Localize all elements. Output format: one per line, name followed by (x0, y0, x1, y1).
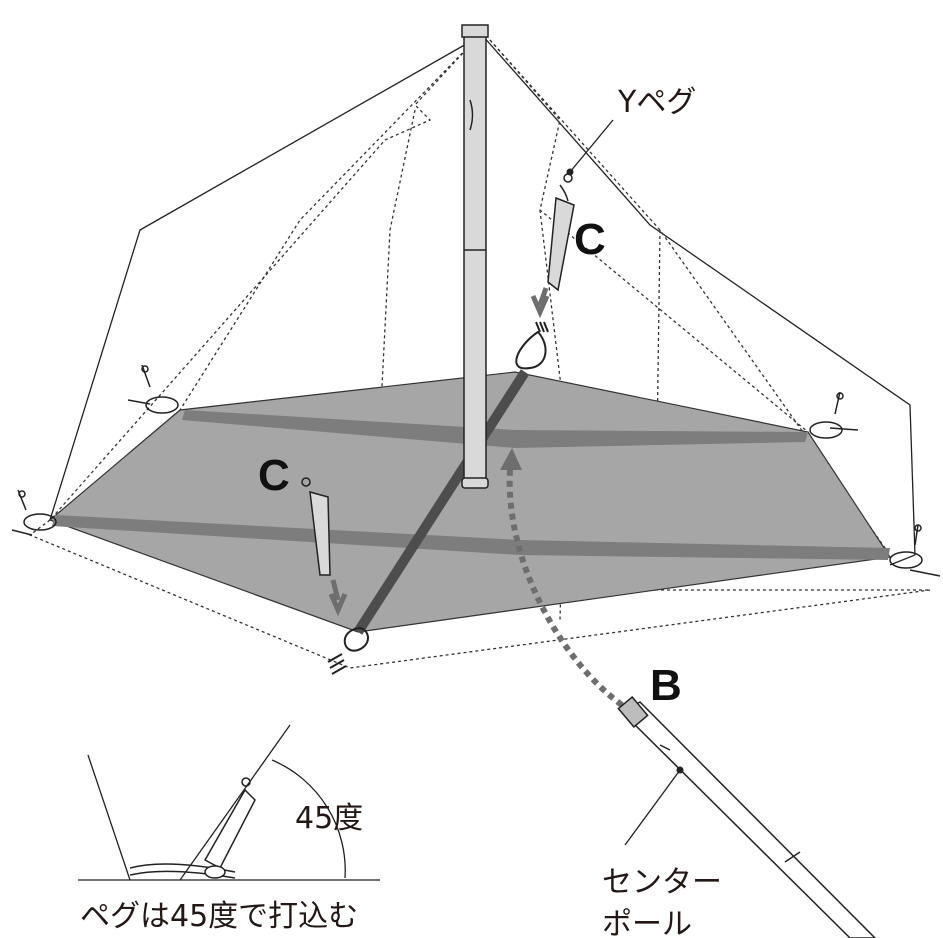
corner-peg-upper-right (809, 391, 859, 439)
loop-anchor-top (515, 321, 549, 370)
corner-peg-left (11, 489, 57, 536)
loop-anchor-left (327, 626, 369, 675)
center-pole-loose (617, 695, 877, 938)
y-peg-icon (547, 173, 575, 292)
angle-label: 45度 (295, 801, 363, 836)
tent-floor (48, 369, 892, 635)
y-peg-leader-dot (566, 168, 574, 176)
angle-arc (271, 759, 346, 879)
pole-insert-arrowhead (500, 448, 522, 470)
peg-down-arrow-top (530, 287, 550, 319)
step-c-label-left: C (258, 451, 290, 500)
peg-angle-left-line (87, 754, 131, 881)
floor-stripe-top (182, 410, 808, 448)
center-pole-leader-line (624, 769, 681, 846)
center-pole-standing (461, 24, 489, 489)
center-pole-label-line1: センター (602, 865, 722, 900)
corner-peg-right (889, 524, 941, 577)
peg-angle-inset (78, 724, 380, 881)
peg-down-arrow-left (328, 579, 348, 617)
y-peg-label: Yペグ (617, 85, 696, 120)
peg-caption: ペグは45度で打込む (80, 899, 358, 934)
corner-peg-upper-left (127, 364, 179, 414)
inset-peg-icon (129, 777, 256, 879)
y-peg-leader-line (569, 119, 614, 173)
center-pole-label-line2: ポール (602, 907, 692, 938)
pole-insert-path (506, 469, 624, 708)
step-c-label-top: C (574, 215, 606, 264)
floor-diagonal-seam (353, 369, 530, 635)
peg-icon-left (301, 477, 331, 576)
center-pole-leader-dot (676, 766, 684, 774)
peg-angle-right-line (179, 724, 291, 881)
step-b-label: B (650, 661, 682, 710)
floor-stripe-bottom (52, 515, 890, 560)
